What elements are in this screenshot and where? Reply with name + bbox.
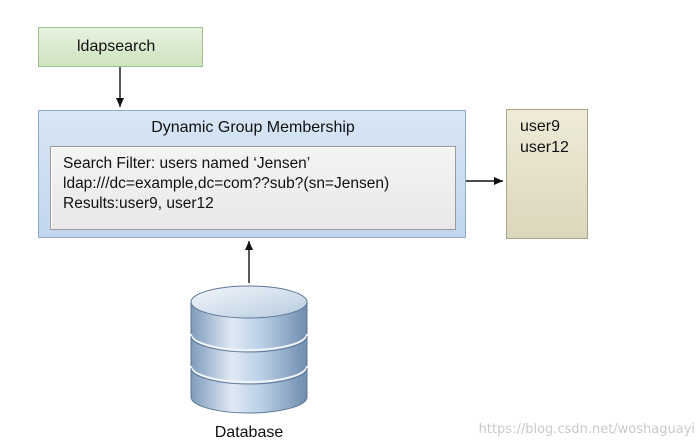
ldapsearch-label: ldapsearch xyxy=(77,38,156,55)
results-node: user9 user12 xyxy=(506,109,588,239)
dynamic-group-title: Dynamic Group Membership xyxy=(151,119,355,136)
search-filter-panel: Search Filter: users named ‘Jensen’ ldap… xyxy=(50,146,456,230)
search-filter-line: Search Filter: users named ‘Jensen’ xyxy=(63,155,311,172)
ldap-url-line: ldap:///dc=example,dc=com??sub?(sn=Jense… xyxy=(63,175,390,192)
result-user-2: user12 xyxy=(520,139,569,156)
database-label: Database xyxy=(214,424,284,441)
result-user-1: user9 xyxy=(520,118,561,135)
ldapsearch-node: ldapsearch xyxy=(38,27,203,67)
watermark-text: https://blog.csdn.net/woshaguayi xyxy=(478,422,695,437)
database-icon xyxy=(190,285,308,414)
dynamic-group-node: Dynamic Group Membership Search Filter: … xyxy=(38,110,466,238)
results-line: Results:user9, user12 xyxy=(63,195,214,212)
